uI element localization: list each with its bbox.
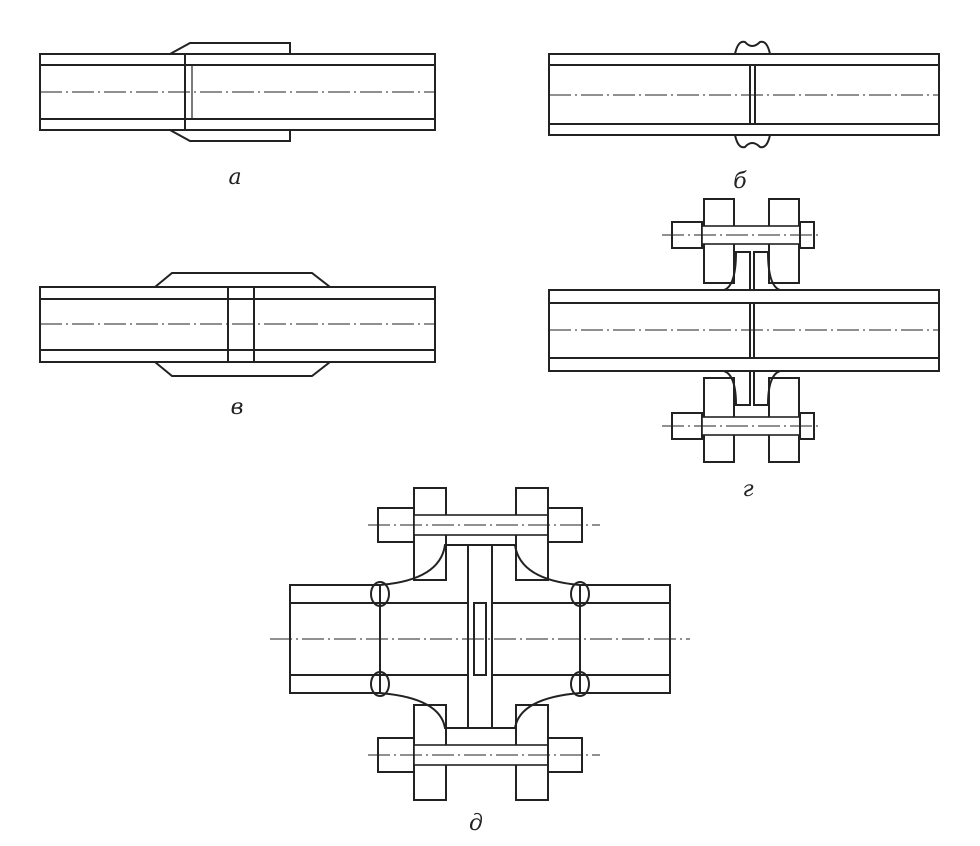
- bolt-d-bottom: [368, 737, 600, 773]
- gasket-d: [467, 544, 493, 729]
- bolt-g-top: [662, 221, 822, 249]
- panel-g: г: [548, 198, 940, 502]
- panel-v: в: [39, 272, 436, 420]
- panel-d: д: [270, 487, 690, 836]
- caption-a: а: [228, 165, 241, 190]
- caption-v: в: [231, 395, 244, 420]
- caption-d: д: [469, 811, 483, 836]
- panel-a: а: [39, 42, 436, 190]
- flange-hub-d: [379, 544, 581, 729]
- bolt-d-top: [368, 507, 600, 543]
- bolt-g-bottom: [662, 412, 822, 440]
- socket-a: [169, 42, 291, 142]
- panel-b: б: [548, 40, 940, 194]
- caption-g: г: [742, 477, 753, 502]
- caption-b: б: [733, 169, 747, 194]
- flange-hub-g: [723, 251, 781, 406]
